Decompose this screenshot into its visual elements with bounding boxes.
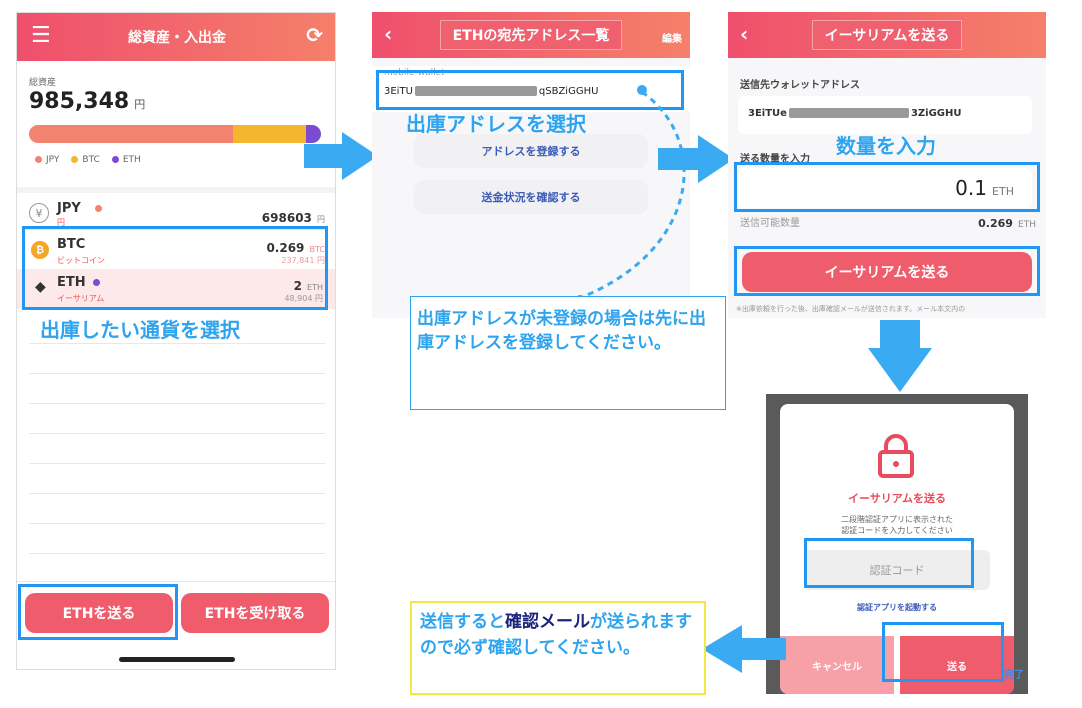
assets-header: ☰ 総資産・入出金 ⟳ (17, 13, 335, 61)
bitcoin-icon: ₿ (31, 241, 49, 259)
page-title: ETHの宛先アドレス一覧 (439, 20, 623, 50)
ethereum-icon: ◆ (35, 279, 46, 295)
lock-icon (872, 432, 920, 480)
send-eth-header: ‹ イーサリアムを送る (728, 12, 1046, 58)
currency-name: 円 (57, 218, 65, 227)
amount: 698603 円 (261, 211, 325, 225)
ratio-jpy (29, 125, 234, 143)
register-note-box: 出庫アドレスが未登録の場合は先に出庫アドレスを登録してください。 (410, 296, 726, 410)
legend-eth: ETH (111, 155, 141, 165)
quantity-label: 送る数量を入力 (740, 154, 810, 165)
currency-symbol: JPY (57, 201, 81, 216)
destination-label: 送信先ウォレットアドレス (740, 80, 860, 91)
legend: JPY BTC ETH (35, 155, 141, 165)
dashed-connector (575, 85, 686, 305)
ratio-eth (306, 125, 321, 143)
address-list-header: ‹ ETHの宛先アドレス一覧 編集 (372, 12, 690, 58)
arrow-left-icon (702, 625, 742, 673)
page-title: 総資産・入出金 (128, 30, 226, 46)
cancel-button[interactable]: キャンセル (780, 636, 894, 694)
arrow-down-icon (868, 348, 932, 392)
auth-code-input[interactable]: 認証コード (804, 550, 990, 590)
highlight-quantity (734, 162, 1040, 212)
annotation-select-address: 出庫アドレスを選択 (406, 112, 586, 136)
send-ethereum-button[interactable]: イーサリアムを送る (742, 252, 1032, 292)
highlight-address (376, 70, 684, 110)
screen-assets: ☰ 総資産・入出金 ⟳ 総資産 985,348 円 JPY BTC ETH ¥ … (16, 12, 336, 670)
modal-desc-2: 認証コードを入力してください (841, 526, 953, 535)
footnote: ※出庫依頼を行った後、出庫確認メールが送信されます。メール本文内の (736, 305, 966, 313)
currency-name: ビットコイン (57, 256, 105, 265)
asset-ratio-bar (29, 125, 321, 143)
jpy-equivalent: 237,841 円 (281, 256, 325, 265)
annotation-input-quantity: 数量を入力 (836, 134, 936, 158)
legend-btc: BTC (71, 155, 100, 165)
highlight-currency-rows (22, 226, 328, 310)
total-assets: 985,348 円 (29, 89, 145, 114)
currency-name: イーサリアム (57, 294, 105, 303)
ratio-btc (233, 125, 307, 143)
highlight-auth-code (804, 538, 974, 588)
modal-desc-1: 二段階認証アプリに表示された (841, 515, 953, 524)
annotation-select-currency: 出庫したい通貨を選択 (40, 318, 240, 342)
register-note-text: 出庫アドレスが未登録の場合は先に出庫アドレスを登録してください。 (417, 309, 706, 353)
back-icon[interactable]: ‹ (740, 22, 749, 46)
refresh-icon[interactable]: ⟳ (306, 23, 323, 47)
quantity-input[interactable]: 0.1 ETH (738, 168, 1032, 208)
currency-symbol: ETH (57, 275, 86, 290)
list-item-btc[interactable]: ₿ BTC ビットコイン 0.269 BTC 237,841 円 (25, 235, 329, 269)
total-assets-label: 総資産 (29, 78, 57, 88)
screen-2fa-modal: イーサリアムを送る 二段階認証アプリに表示された 認証コードを入力してください … (766, 394, 1028, 694)
modal-title: イーサリアムを送る (847, 492, 946, 505)
receive-eth-button[interactable]: ETHを受け取る (181, 593, 329, 633)
register-address-button[interactable]: アドレスを登録する (414, 134, 648, 168)
home-indicator (119, 657, 235, 662)
back-icon[interactable]: ‹ (384, 22, 393, 46)
menu-icon[interactable]: ☰ (31, 23, 51, 48)
amount: 0.269 BTC (266, 241, 325, 255)
currency-symbol: BTC (57, 237, 86, 252)
send-button[interactable]: 送る (900, 636, 1014, 694)
jpy-equivalent: 48,904 円 (284, 294, 323, 303)
launch-auth-app-link[interactable]: 認証アプリを起動する (857, 603, 937, 612)
amount: 2 ETH (293, 279, 323, 293)
total-assets-unit: 円 (134, 98, 146, 111)
available-label: 送信可能数量 (740, 218, 800, 229)
check-status-button[interactable]: 送金状況を確認する (414, 180, 648, 214)
highlight-send-button (18, 584, 178, 640)
list-item-eth[interactable]: ◆ ETH イーサリアム 2 ETH 48,904 円 (17, 269, 335, 309)
wallet-label: mobile-wallet (384, 68, 445, 78)
confirm-mail-note-box: 送信すると確認メールが送られますので必ず確認してください。 (410, 601, 706, 695)
send-eth-button[interactable]: ETHを送る (25, 593, 173, 633)
done-button[interactable]: 完了 (1004, 670, 1024, 681)
edit-link[interactable]: 編集 (662, 34, 682, 45)
legend-jpy: JPY (35, 155, 59, 165)
modal-card: イーサリアムを送る 二段階認証アプリに表示された 認証コードを入力してください … (780, 404, 1014, 694)
highlight-send-button-modal (882, 622, 1004, 682)
highlight-send-ethereum (734, 246, 1040, 296)
available-amount: 0.269 ETH (978, 217, 1036, 230)
total-assets-value: 985,348 (29, 89, 130, 114)
page-title: イーサリアムを送る (811, 20, 963, 50)
confirm-mail-note-text: 送信すると確認メールが送られますので必ず確認してください。 (420, 612, 692, 658)
list-item-jpy[interactable]: ¥ JPY 円 698603 円 (25, 199, 329, 229)
yen-icon: ¥ (29, 203, 49, 223)
